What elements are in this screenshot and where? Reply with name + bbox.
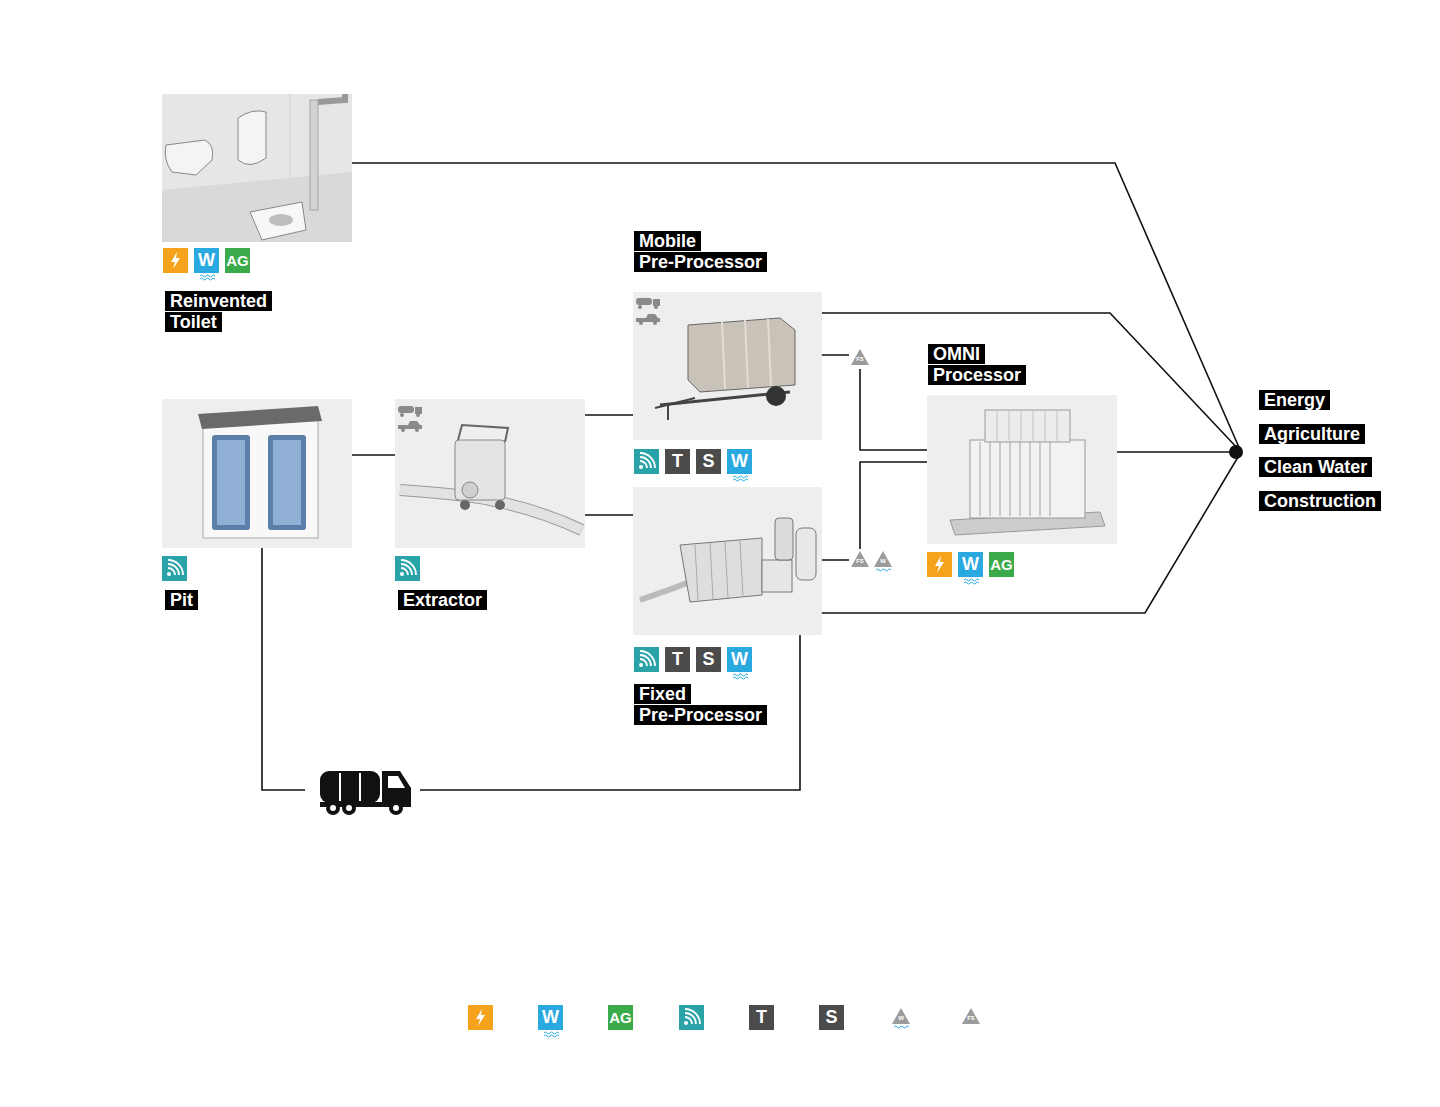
node-label: Reinvented Toilet [165,291,272,332]
node-label: Agriculture [1259,424,1365,444]
warning-triangle-letter: FS [850,557,870,566]
connector-line [585,414,633,416]
process-node: Mobile Pre-Processor [633,292,822,440]
icon-letter: S [696,647,721,672]
process-node: OMNI Processor [927,395,1117,544]
node-label: Clean Water [1259,457,1372,477]
label-box: Energy [1259,390,1330,411]
icon-letter: W [727,647,752,672]
label-box: Mobile Pre-Processor [634,231,767,273]
label-word: Processor [933,365,1021,385]
label-word: Fixed [639,684,686,704]
label-word: Mobile [639,231,696,251]
process-node: Reinvented Toilet [162,94,352,242]
label-box: OMNI Processor [928,344,1026,386]
icon-letter: W [194,248,219,273]
process-node: Extractor [395,399,585,548]
node-label: Extractor [398,590,487,610]
label-box: Construction [1259,491,1381,512]
icon-letter: S [696,449,721,474]
label-word: Pre-Processor [639,705,762,725]
connector-line [822,462,927,560]
icon-letter: W [958,552,983,577]
node-label: Fixed Pre-Processor [634,684,767,725]
warning-triangle-letter: FS [961,1014,981,1023]
node-label: Construction [1259,491,1381,511]
node-label: Energy [1259,390,1330,410]
process-node: EnergyAgricultureClean WaterConstruction [1241,388,1411,516]
label-box: Fixed Pre-Processor [634,684,767,726]
label-box: Reinvented Toilet [165,291,277,333]
warning-triangle-letter: W [873,557,893,566]
label-box: Agriculture [1259,424,1365,445]
warning-triangle-letter: W [891,1014,911,1023]
label-box: Clean Water [1259,457,1372,478]
process-node: Fixed Pre-Processor [633,487,822,635]
icon-letter: W [727,449,752,474]
label-box: Pit [165,590,198,611]
icon-letter: W [538,1005,563,1030]
icon-letter: AG [608,1005,633,1030]
node-label: Mobile Pre-Processor [634,231,767,272]
label-word: Pre-Processor [639,252,762,272]
node-label: Pit [165,590,198,610]
label-box: Extractor [398,590,487,611]
icon-letter: T [665,647,690,672]
icon-letter: S [819,1005,844,1030]
connector-line [1117,451,1241,453]
icon-letter: T [665,449,690,474]
connector-line [585,514,633,516]
connector-line [822,355,927,450]
label-word: OMNI [933,344,980,364]
label-word: Reinvented [170,291,267,311]
connector-line [822,313,1241,452]
icon-letter: AG [225,248,250,273]
warning-triangle-letter: FS [850,355,870,364]
icon-letter: AG [989,552,1014,577]
label-word: Toilet [170,312,217,332]
label-word: Pit [170,590,193,610]
connector-line [352,454,395,456]
node-label: OMNI Processor [928,344,1026,385]
icon-letter: T [749,1005,774,1030]
label-word: Extractor [403,590,482,610]
process-node: Pit [162,399,352,548]
